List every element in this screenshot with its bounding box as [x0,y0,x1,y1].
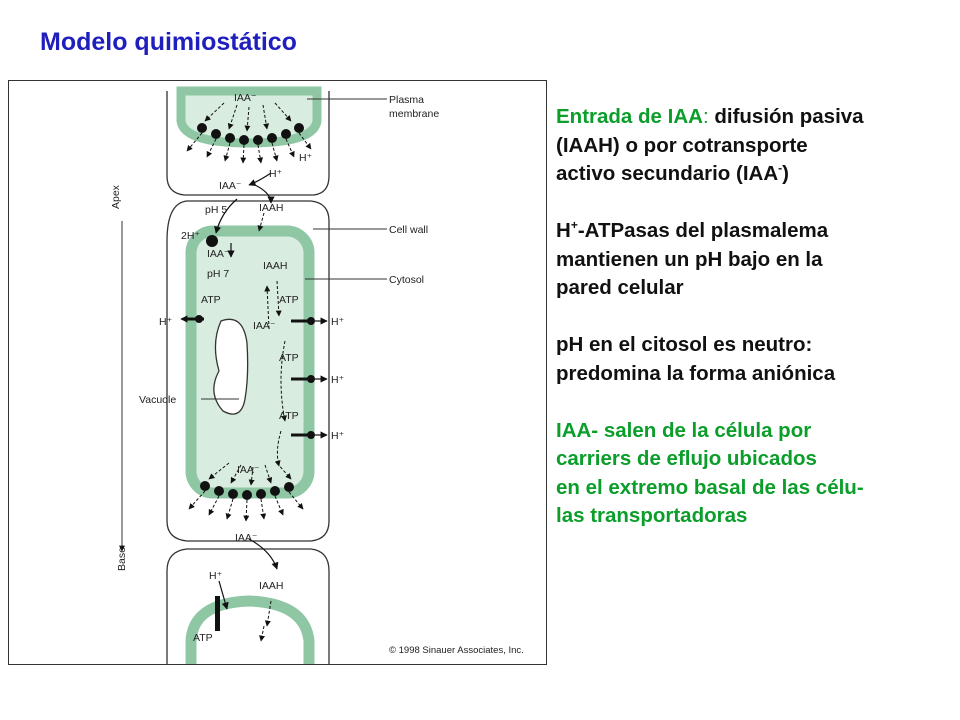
vacuole-shape [213,318,249,415]
efflux-carriers-top [197,123,304,145]
label-iaah-2: IAAH [263,260,288,272]
label-h-7: H⁺ [209,570,223,582]
label-iaah-1: IAAH [259,202,284,214]
cytosol-line1: pH en el citosol es neutro: [556,333,813,356]
paragraph-atpase: H+-ATPasas del plasmalema mantienen un p… [556,217,956,303]
iaa-entry-line2: (IAAH) o por cotransporte [556,133,808,157]
iaa-entry-colon: : [702,105,709,128]
atpase-sup: + [570,218,578,233]
label-plasma-1: Plasma [389,94,424,106]
efflux-line3: en el extremo basal de las célu- [556,475,864,499]
label-h-4: H⁺ [331,316,345,328]
cytosol-line2: predomina la forma aniónica [556,361,836,385]
label-h-1: H⁺ [299,152,313,164]
label-h-5: H⁺ [331,374,345,386]
paragraph-cytosol-ph: pH en el citosol es neutro: predomina la… [556,331,956,388]
label-cytosol: Cytosol [389,274,424,286]
diagram-svg: Plasma membrane Cell wall Cytosol Vacuol… [110,86,524,664]
label-atp-4: ATP [279,410,299,422]
label-atp-5: ATP [193,632,213,644]
label-atp-2: ATP [279,294,299,306]
label-h-3: H⁺ [159,316,173,328]
label-iaa-1: IAA⁻ [234,92,257,104]
solid-arrows [214,172,279,610]
efflux-line4: las transportadoras [556,504,748,527]
iaa-entry-line3: activo secundario (IAA-) [556,162,789,185]
iaa-entry-text: difusión pasiva [708,105,864,128]
label-ph7: pH 7 [207,268,229,280]
label-h-6: H⁺ [331,430,345,442]
paragraph-iaa-entry: Entrada de IAA: difusión pasiva (IAAH) o… [556,103,956,189]
atpase-line2: mantienen un pH bajo en la [556,247,823,271]
cotransporter [206,235,218,247]
bottom-cell-cytosol [185,595,315,664]
iaa-entry-sup: - [778,161,783,176]
label-atp-3: ATP [279,352,299,364]
label-apex: Apex [110,184,122,209]
efflux-arrows-basal [188,490,304,522]
label-plasma-2: membrane [389,108,439,120]
chemiosmotic-diagram: Plasma membrane Cell wall Cytosol Vacuol… [8,80,547,665]
efflux-line2: carriers de eflujo ubicados [556,447,817,470]
atpase-line3: pared celular [556,276,684,299]
label-vacuole: Vacuole [139,394,176,406]
label-cell-wall: Cell wall [389,224,428,236]
efflux-arrows-top [186,132,312,164]
iaa-entry-heading: Entrada de IAA [556,105,703,128]
paragraph-efflux: IAA- salen de la célula por carriers de … [556,417,956,531]
proton-arrows [180,315,328,439]
atpase-pump-heads [195,315,315,631]
atpase-line1-b: -ATPasas del plasmalema [577,219,829,242]
label-iaa-5: IAA⁻ [237,464,260,476]
label-copyright: © 1998 Sinauer Associates, Inc. [389,645,524,656]
leader-lines [201,98,387,400]
iaa-entry-line3-b: ) [782,162,789,185]
label-h-2: H⁺ [269,168,283,180]
page-title: Modelo quimiostático [40,28,297,56]
efflux-line1: IAA- salen de la célula por [556,418,812,442]
iaa-entry-line3-a: activo secundario (IAA [556,162,779,185]
label-base: Base [116,547,128,571]
atpase-line1-a: H [556,219,571,242]
label-atp-1: ATP [201,294,221,306]
converging-arrows [204,102,292,486]
label-iaah-3: IAAH [259,580,284,592]
label-iaa-3: IAA⁻ [207,248,230,260]
explanation-text: Entrada de IAA: difusión pasiva (IAAH) o… [556,103,956,559]
label-iaa-2: IAA⁻ [219,180,242,192]
label-2h: 2H⁺ [181,230,200,242]
efflux-carriers-basal [200,481,294,500]
label-iaa-6: IAA⁻ [235,532,258,544]
cell-wall-outlines [166,91,330,664]
label-iaa-4: IAA⁻ [253,320,276,332]
label-ph5: pH 5 [205,204,227,216]
internal-arrows [257,212,287,642]
